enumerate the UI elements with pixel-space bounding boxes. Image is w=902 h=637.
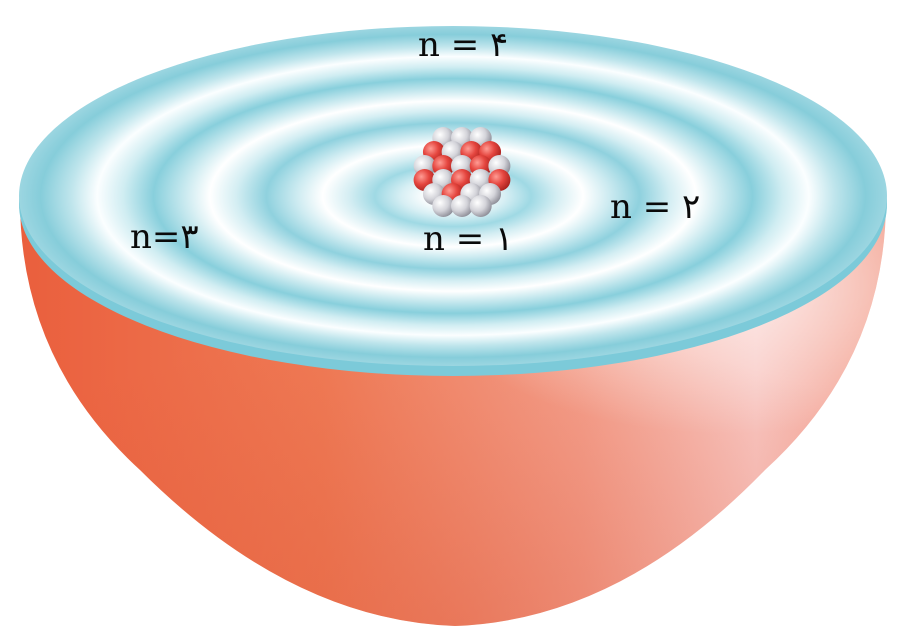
label-n4: n = ۴ — [418, 25, 508, 65]
neutron — [432, 195, 455, 217]
label-n3: n=۳ — [130, 217, 199, 257]
nucleus-icon — [413, 127, 511, 217]
neutron — [451, 195, 473, 217]
neutron — [469, 195, 492, 217]
label-n1: n = ۱ — [423, 219, 513, 259]
label-n2: n = ۲ — [610, 187, 700, 227]
